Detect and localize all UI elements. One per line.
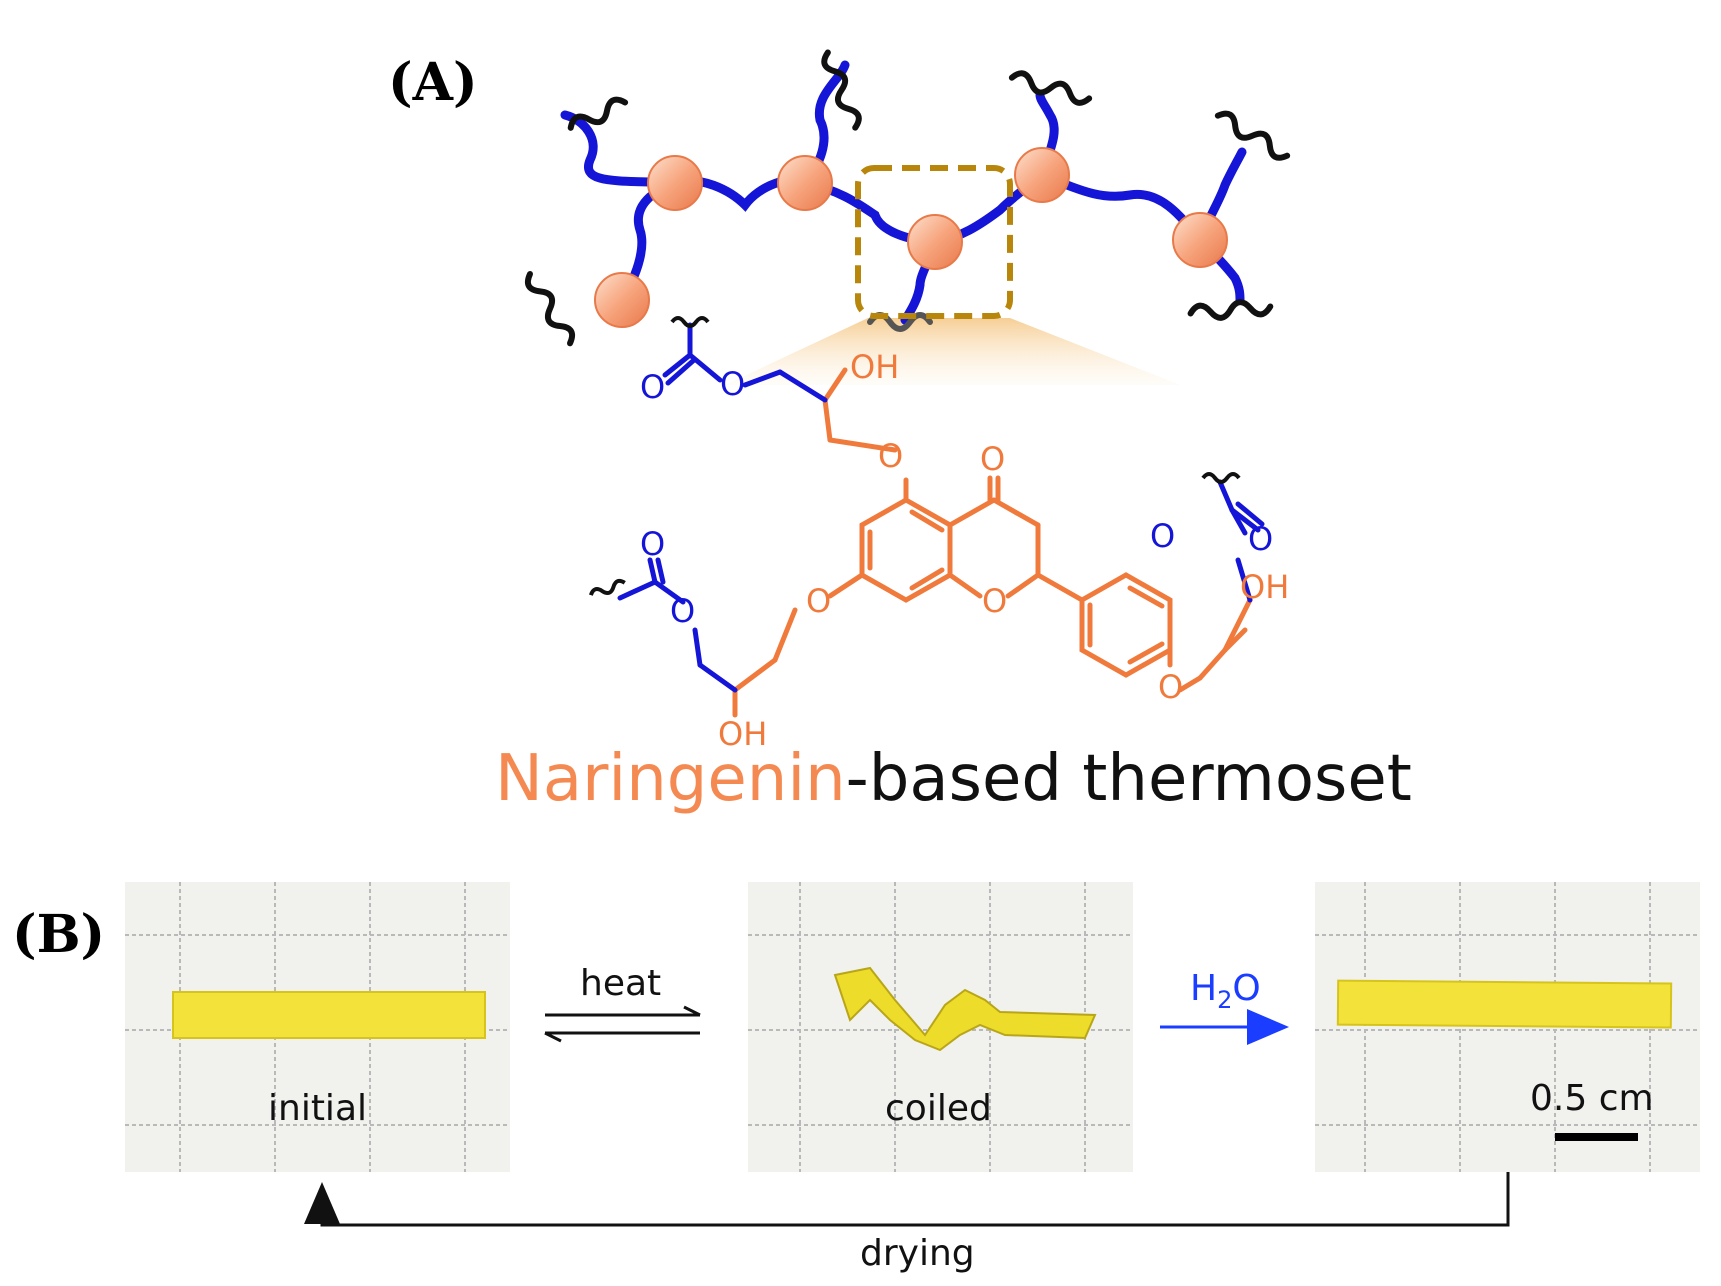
water-label: H2O — [1190, 968, 1261, 1014]
atom-o-carbonate-right-ester: O — [1150, 517, 1175, 555]
atom-o-carbonate-top-carbonyl: O — [640, 368, 665, 406]
atom-o-carbonate-right-carbonyl: O — [1248, 520, 1273, 558]
chain-end-squiggles — [524, 49, 1291, 347]
crosslink-node — [594, 272, 650, 328]
atom-o-carbonate-left-carbonyl: O — [640, 525, 665, 563]
atom-o-carbonyl: O — [980, 440, 1005, 478]
naringenin-core-bonds — [732, 367, 1253, 718]
crosslink-node — [777, 155, 833, 211]
atom-oh-right: OH — [1240, 568, 1289, 606]
atom-o-right-ether: O — [1158, 668, 1183, 706]
atom-oh-top: OH — [850, 348, 899, 386]
highlight-box — [855, 165, 1013, 319]
water-arrow: H2O — [1160, 968, 1289, 1045]
atom-o-carbonate-left-ester: O — [670, 592, 695, 630]
heat-label: heat — [580, 963, 661, 1004]
crosslink-node — [907, 214, 963, 270]
photo-initial: initial — [125, 882, 510, 1172]
drying-label: drying — [860, 1233, 975, 1274]
photo-coiled: coiled — [748, 882, 1133, 1172]
crosslink-node — [647, 155, 703, 211]
panel-b-label: (B) — [12, 904, 105, 965]
crosslink-node — [1172, 212, 1228, 268]
strip-recovered — [1336, 979, 1673, 1029]
chemical-structure: O O O O O OH OH OH O O O O O O — [588, 316, 1289, 753]
atom-o-ring: O — [982, 582, 1007, 620]
title-naringenin: Naringenin — [495, 742, 846, 816]
heat-equilibrium-arrow: heat — [544, 963, 701, 1043]
crosslink-node — [1014, 147, 1070, 203]
atom-o-top-ether: O — [878, 437, 903, 475]
crosslink-nodes — [594, 147, 1228, 328]
zoom-cone — [725, 318, 1180, 385]
label-initial: initial — [268, 1088, 367, 1129]
scale-label: 0.5 cm — [1530, 1078, 1654, 1119]
carbonate-linkage-bonds — [617, 322, 1265, 693]
panel-a-title: Naringenin-based thermoset — [495, 742, 1412, 816]
drying-return-arrow: drying — [304, 1172, 1510, 1274]
structure-squiggles — [588, 316, 1241, 596]
atom-o-left-ether: O — [806, 582, 831, 620]
panel-a-label: (A) — [388, 52, 478, 113]
strip-coiled — [833, 966, 1097, 1052]
label-coiled: coiled — [885, 1088, 992, 1129]
strip-initial — [172, 991, 486, 1039]
title-rest: -based thermoset — [846, 742, 1412, 816]
photo-recovered: 0.5 cm — [1315, 882, 1700, 1172]
atom-oh-bottom: OH — [718, 715, 767, 753]
atom-o-carbonate-top-ester: O — [720, 365, 745, 403]
